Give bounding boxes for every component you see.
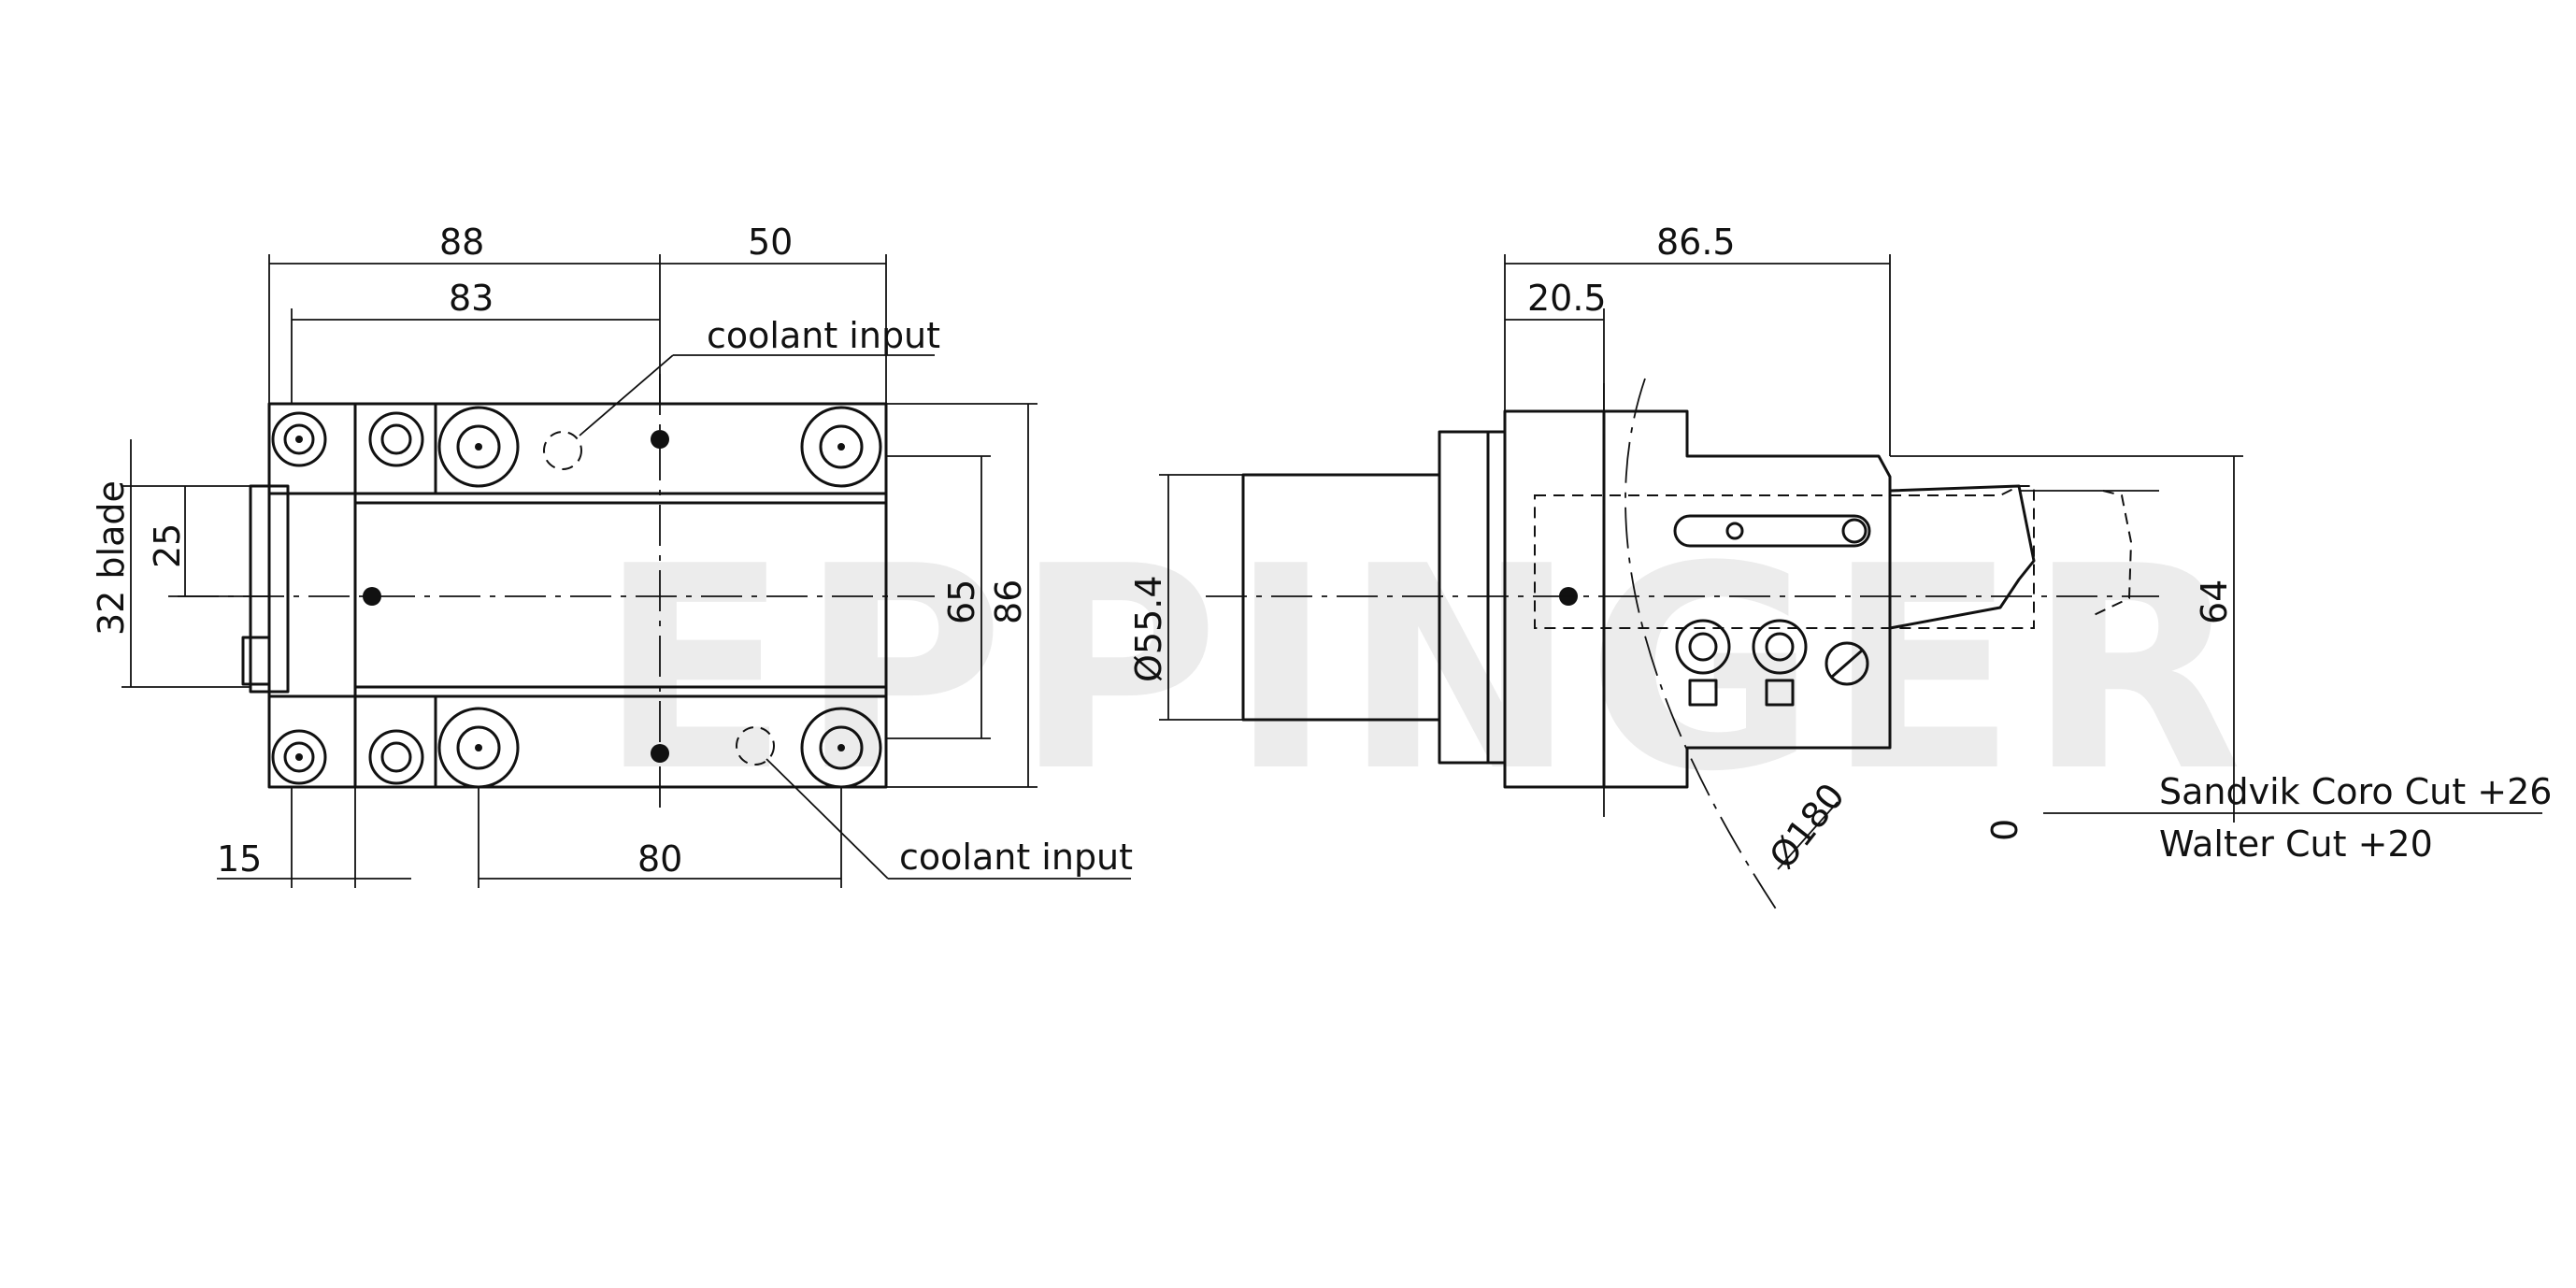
dim-20-5-label: 20.5	[1527, 278, 1607, 319]
side-blade-cutter	[1888, 484, 2036, 630]
side-adjust-slot	[1673, 514, 1871, 548]
side-body-outline	[1503, 409, 1892, 789]
dim-83-label: 83	[449, 278, 494, 319]
side-screw-2	[1752, 619, 1808, 675]
screw-top-2	[368, 411, 424, 467]
dim-80-label: 80	[637, 838, 682, 880]
dim-86-5-label: 86.5	[1656, 222, 1736, 263]
side-slot-screw	[1725, 522, 1744, 540]
front-body-outline	[267, 402, 888, 789]
coolant-input-top-label: coolant input	[707, 315, 940, 356]
screw-bottom-1	[271, 729, 327, 785]
dim-50-label: 50	[748, 222, 793, 263]
screw-bottom-2	[368, 729, 424, 785]
screw-top-4	[800, 406, 882, 488]
side-dia-180-arc	[1624, 378, 1782, 917]
side-screw-3	[1825, 641, 1869, 686]
dimension-lines-side	[1159, 254, 2542, 870]
side-slot-end	[1841, 518, 1868, 544]
side-screw-1	[1675, 619, 1731, 675]
side-screw-head-2	[1765, 679, 1795, 707]
watermark: EPPINGER	[598, 507, 2253, 833]
dim-65-label: 65	[941, 580, 982, 624]
walter-label: Walter Cut +20	[2159, 823, 2433, 865]
dim-86-label: 86	[988, 580, 1029, 624]
front-blade-tip	[241, 636, 271, 686]
dim-25-label: 25	[147, 523, 188, 568]
dim-32-blade-label: 32 blade	[91, 480, 132, 636]
dim-88-label: 88	[439, 222, 484, 263]
front-view: 88 50 83 coolant input 32 blade 25 65 86…	[91, 222, 1133, 888]
dim-0-label: 0	[1984, 819, 2025, 841]
screw-top-1	[271, 411, 327, 467]
screw-top-3	[437, 406, 520, 488]
sandvik-label: Sandvik Coro Cut +26	[2159, 771, 2552, 812]
front-blade-holder	[249, 484, 290, 694]
dim-64-label: 64	[2194, 580, 2235, 624]
coolant-input-bottom-label: coolant input	[899, 837, 1133, 878]
screw-bottom-3	[437, 707, 520, 789]
front-pin-centre	[363, 587, 381, 606]
front-pin-top	[651, 430, 669, 449]
side-screw-head-1	[1688, 679, 1718, 707]
coolant-port-top	[543, 431, 582, 470]
dim-15-label: 15	[217, 838, 262, 880]
front-pin-bottom	[651, 744, 669, 763]
side-blade-hidden	[1534, 485, 2035, 629]
dim-dia-55-4-label: Ø55.4	[1128, 575, 1169, 682]
dimension-lines-front	[122, 254, 1131, 888]
coolant-port-bottom	[736, 726, 775, 766]
side-blade-tip-hidden	[2089, 490, 2133, 618]
